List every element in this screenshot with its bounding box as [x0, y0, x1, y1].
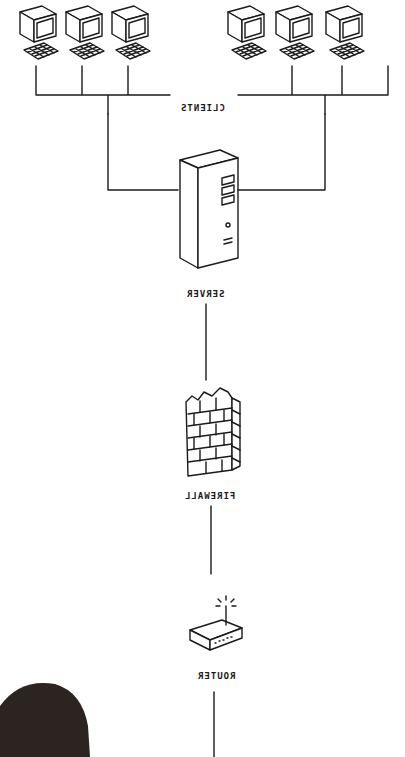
- network-link: [210, 506, 211, 574]
- network-link: [205, 304, 206, 380]
- router-box: [190, 596, 242, 650]
- firewall-node: FIREWALL: [172, 378, 248, 502]
- client-computers: [20, 6, 364, 59]
- node-label: FIREWALL: [184, 490, 235, 502]
- client-group: CLIENTS: [0, 0, 405, 114]
- network-link: [108, 114, 325, 190]
- node-label: CLIENTS: [180, 102, 225, 114]
- client-bracket: [36, 66, 388, 114]
- uplink-wire: [213, 692, 214, 757]
- node-label: SERVER: [186, 288, 225, 300]
- router-node: ROUTER: [176, 572, 256, 682]
- server-tower: [180, 150, 238, 268]
- node-label: ROUTER: [197, 670, 236, 682]
- server-node: SERVER: [168, 140, 242, 300]
- firewall-wall: [186, 388, 240, 476]
- connector-layer: [108, 114, 325, 574]
- presenter-head: [0, 683, 90, 757]
